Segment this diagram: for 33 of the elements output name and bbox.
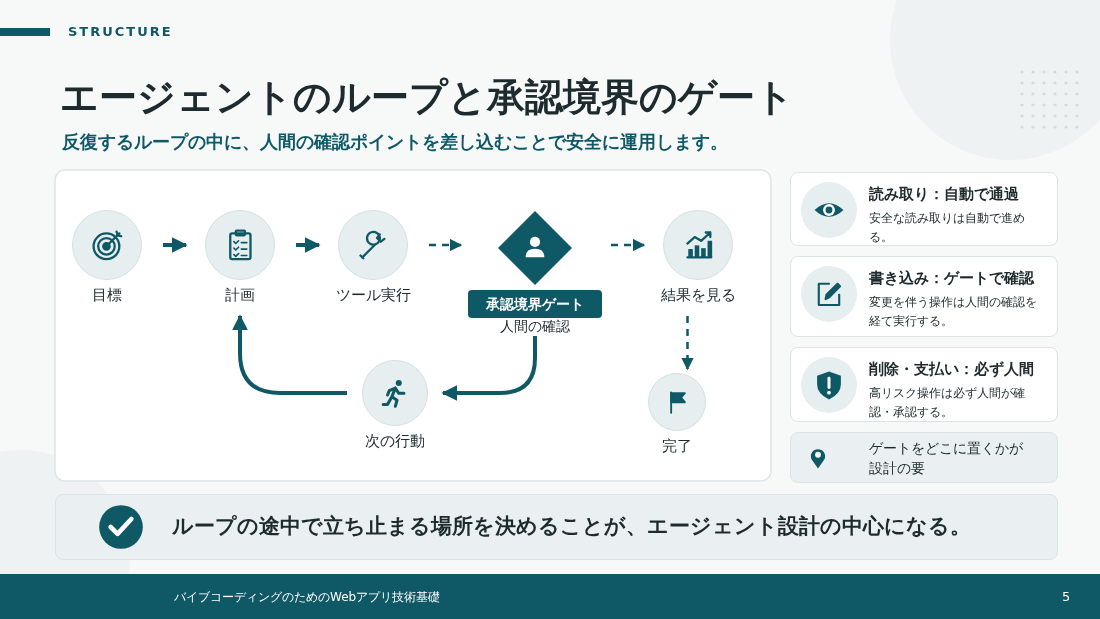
- arrow: [611, 238, 646, 252]
- node-label: ツール実行: [334, 286, 412, 305]
- summary-banner: [55, 494, 1058, 560]
- section-label: STRUCTURE: [68, 24, 173, 39]
- card-text: 変更を伴う操作は人間の確認を経て実行する。: [869, 294, 1038, 330]
- gate-label: 承認境界ゲート: [468, 290, 602, 318]
- title: エージェントのループと承認境界のゲート: [60, 74, 794, 121]
- arrow: [681, 316, 694, 371]
- tip-card: [790, 432, 1058, 483]
- arrow: [232, 314, 347, 395]
- node-label: 次の行動: [364, 432, 426, 451]
- tip-text: ゲートをどこに置くかが設計の要: [869, 439, 1024, 478]
- card-text: 安全な読み取りは自動で進める。: [869, 210, 1026, 246]
- info-card: [790, 172, 1058, 246]
- node-label: 目標: [91, 286, 123, 305]
- info-card: [790, 347, 1058, 422]
- card-heading: 読み取り：自動で通過: [869, 185, 1019, 204]
- arrow: [163, 237, 188, 253]
- summary-text: ループの途中で立ち止まる場所を決めることが、エージェント設計の中心になる。: [172, 513, 971, 540]
- node-label: 計画: [224, 286, 256, 305]
- card-heading: 削除・支払い：必ず人間: [869, 360, 1034, 379]
- footer-text: バイブコーディングのためのWebアプリ技術基礎: [174, 589, 441, 606]
- arrow: [441, 336, 537, 401]
- node-label: 人間の確認: [499, 318, 571, 336]
- page-number: 5: [1062, 589, 1071, 604]
- info-card: [790, 256, 1058, 337]
- card-text: 高リスク操作は必ず人間が確認・承認する。: [869, 385, 1026, 421]
- arrow: [296, 237, 321, 253]
- node-label: 完了: [661, 437, 693, 456]
- arrow: [429, 238, 463, 252]
- subtitle: 反復するループの中に、人間の確認ポイントを差し込むことで安全に運用します。: [62, 131, 728, 154]
- card-heading: 書き込み：ゲートで確認: [869, 269, 1034, 288]
- node-label: 結果を見る: [659, 286, 737, 305]
